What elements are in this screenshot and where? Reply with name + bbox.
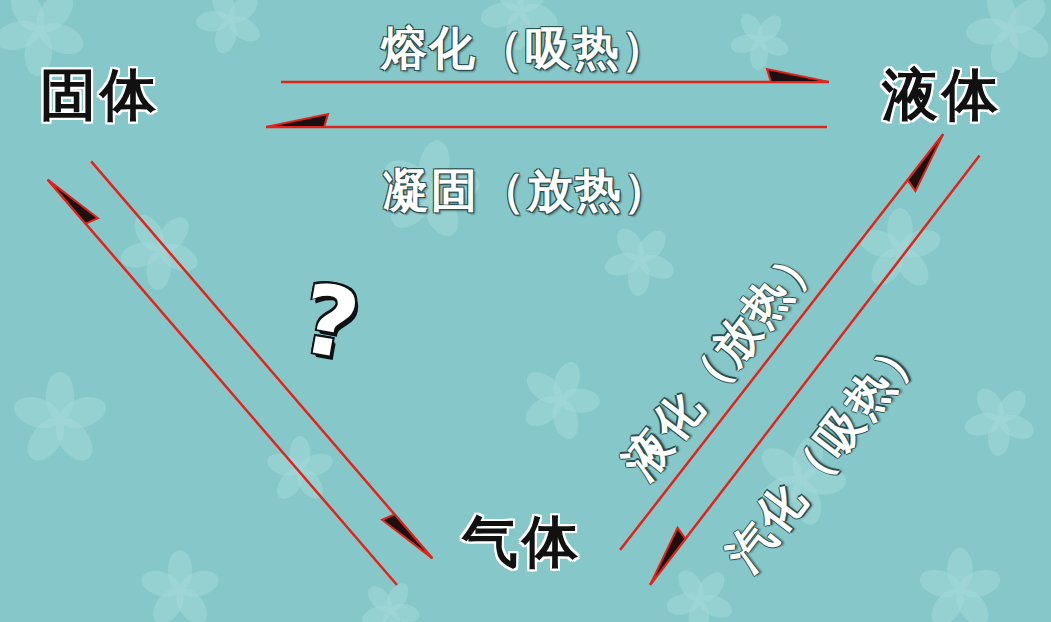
state-name: 固体 bbox=[40, 67, 160, 123]
arrow-head bbox=[266, 114, 328, 127]
sakura-petal bbox=[856, 225, 904, 262]
sakura-petal bbox=[138, 566, 183, 601]
sakura-petal bbox=[208, 0, 240, 24]
sakura-flower bbox=[265, 436, 336, 504]
sakura-flower bbox=[10, 372, 110, 467]
transition-arrow bbox=[91, 161, 432, 558]
arrow-head bbox=[650, 528, 685, 585]
transition-line bbox=[91, 161, 432, 558]
transition-line bbox=[281, 81, 829, 84]
arrow-head bbox=[382, 514, 432, 558]
state-name: 气体 bbox=[462, 514, 582, 570]
question-mark: ? bbox=[294, 270, 366, 374]
transition-line bbox=[48, 180, 397, 585]
process-label: 熔化（吸热） bbox=[381, 25, 669, 71]
state-name: 液体 bbox=[882, 67, 1002, 123]
sakura-flower bbox=[182, 0, 279, 69]
sakura-petal bbox=[972, 384, 1009, 426]
process-label: 凝固（放热） bbox=[383, 167, 671, 213]
sakura-petal bbox=[916, 565, 964, 602]
transition-arrow bbox=[266, 114, 827, 127]
transition-arrow bbox=[48, 180, 397, 585]
sakura-flower bbox=[507, 348, 613, 451]
sakura-petal bbox=[363, 582, 396, 616]
sakura-flower bbox=[138, 550, 222, 622]
arrow-head bbox=[767, 69, 829, 82]
sakura-petal bbox=[10, 391, 65, 433]
sakura-petal bbox=[129, 210, 171, 257]
sakura-petal bbox=[489, 0, 531, 16]
sakura-flower bbox=[916, 548, 1004, 622]
sakura-petal bbox=[981, 0, 1022, 35]
sakura-flower bbox=[948, 368, 1051, 471]
sakura-flower bbox=[717, 0, 803, 83]
arrow-head bbox=[48, 180, 98, 224]
sakura-petal bbox=[673, 566, 708, 606]
sakura-petal bbox=[612, 224, 649, 266]
sakura-petal bbox=[4, 0, 52, 37]
state-node: 固体 bbox=[32, 59, 168, 131]
sakura-flower bbox=[588, 208, 692, 311]
transition-line bbox=[266, 126, 827, 129]
sakura-petal bbox=[736, 10, 767, 45]
state-node: 气体 bbox=[454, 506, 590, 578]
sakura-petal bbox=[521, 366, 567, 410]
state-node: 液体 bbox=[874, 59, 1010, 131]
arrow-head bbox=[908, 134, 944, 191]
process-label: 汽化（吸热） bbox=[719, 322, 931, 578]
